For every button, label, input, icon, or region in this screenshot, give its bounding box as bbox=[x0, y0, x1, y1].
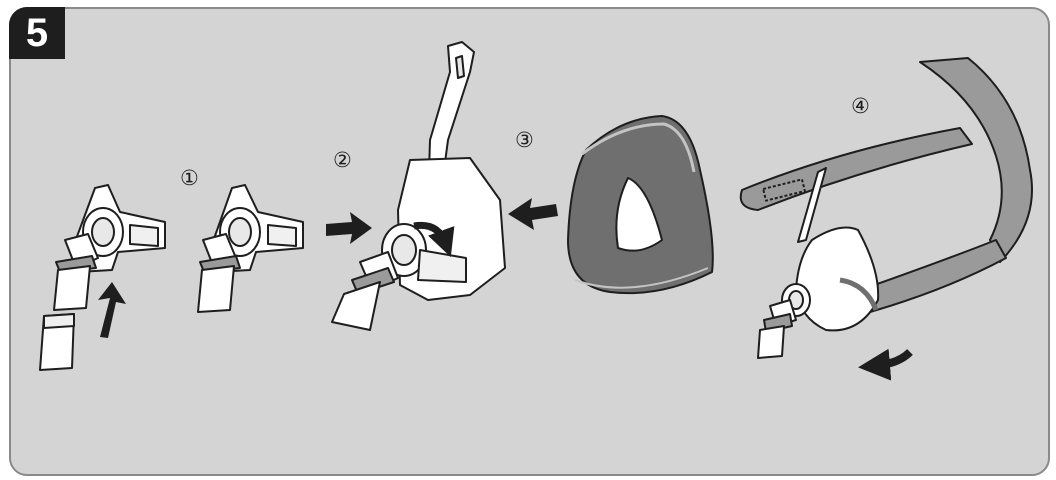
cushion bbox=[568, 116, 713, 293]
assembled-mask bbox=[758, 228, 878, 358]
step-label-3: ③ bbox=[515, 130, 534, 151]
arrow-icon bbox=[326, 212, 372, 244]
mask-frame bbox=[332, 42, 505, 330]
arrow-icon bbox=[98, 282, 126, 338]
elbow-assembly-1 bbox=[40, 185, 165, 370]
rotate-arrow-icon bbox=[874, 352, 910, 366]
step-label-2: ② bbox=[333, 150, 352, 171]
step-label-4: ④ bbox=[851, 96, 870, 117]
elbow-assembly-2 bbox=[198, 185, 303, 312]
step-label-1: ① bbox=[180, 168, 199, 189]
arrow-icon bbox=[508, 198, 558, 230]
headgear bbox=[741, 58, 1032, 312]
